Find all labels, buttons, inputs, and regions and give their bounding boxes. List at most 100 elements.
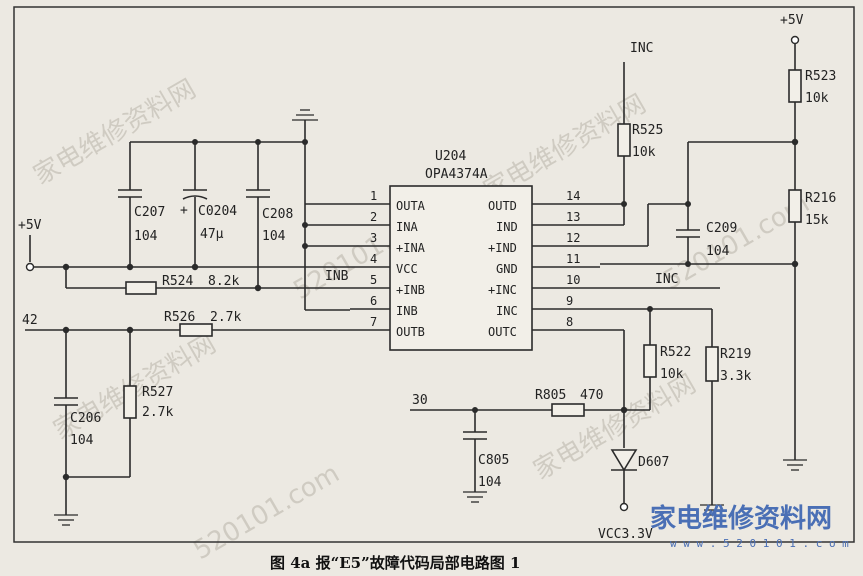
ic-part-number: OPA4374A — [425, 167, 488, 182]
ic-u204: U204 OPA4374A — [389, 149, 533, 351]
pin-number: 7 — [370, 315, 377, 329]
c208-value: 104 — [262, 229, 286, 244]
pin-number: 13 — [566, 210, 580, 224]
logo-text: 家电维修资料网 — [650, 503, 832, 534]
c207-value: 104 — [134, 229, 158, 244]
c206-value: 104 — [70, 433, 94, 448]
ground-symbol — [463, 491, 487, 503]
pin-number: 14 — [566, 189, 580, 203]
r526-value: 2.7k — [210, 310, 241, 325]
left-wiring — [25, 120, 355, 515]
pin-number: 4 — [370, 252, 377, 266]
r216-value: 15k — [805, 213, 829, 228]
ground-symbol — [783, 459, 807, 471]
pin-name: +IND — [488, 241, 517, 255]
r805-value: 470 — [580, 388, 603, 403]
c207-ref: C207 — [134, 205, 165, 220]
c805-ref: C805 — [478, 453, 509, 468]
r523-ref: R523 — [805, 69, 836, 84]
resistor-r522 — [643, 344, 657, 378]
c209-value: 104 — [706, 244, 730, 259]
site-logo: 家电维修资料网 w w w . 5 2 0 1 0 1 . c o m — [650, 503, 849, 550]
pin-name: OUTD — [488, 199, 517, 213]
resistor-r805 — [551, 403, 585, 417]
pin-name: +INB — [396, 283, 425, 297]
r522-value: 10k — [660, 367, 684, 382]
net-5v-right: +5V — [780, 13, 804, 28]
pin-name: OUTA — [396, 199, 426, 213]
net-labels: +5V +5V INC INC INB 42 30 VCC3.3V — [18, 13, 804, 542]
ground-symbol — [292, 109, 318, 121]
ground-symbol — [700, 504, 724, 516]
watermark-text: 家电维修资料网 — [529, 369, 702, 486]
pin-name: GND — [496, 262, 518, 276]
terminal-5v-right — [790, 35, 800, 45]
pin-number: 11 — [566, 252, 580, 266]
resistor-r527 — [123, 385, 137, 419]
pin-name: +INC — [488, 283, 517, 297]
pin-number: 12 — [566, 231, 580, 245]
ic-pin-stubs — [305, 203, 720, 331]
figure-caption: 图 4a 报“E5”故障代码局部电路图 1 — [270, 554, 520, 572]
r527-ref: R527 — [142, 385, 173, 400]
ic-body — [389, 185, 533, 351]
r219-value: 3.3k — [720, 369, 751, 384]
drawing-border — [13, 6, 855, 543]
net-inc-top: INC — [630, 41, 653, 56]
c209-ref: C209 — [706, 221, 737, 236]
r526-ref: R526 — [164, 310, 195, 325]
pin-name: INB — [396, 304, 418, 318]
ground-symbol — [54, 514, 78, 526]
resistor-r216 — [788, 189, 802, 223]
pin-number: 5 — [370, 273, 377, 287]
pin-name: INA — [396, 220, 418, 234]
r523-value: 10k — [805, 91, 829, 106]
r524-ref: R524 — [162, 274, 193, 289]
terminal-vcc33 — [619, 502, 629, 512]
resistor-r523 — [788, 69, 802, 103]
c0204-value: 47μ — [200, 227, 224, 242]
c0204-ref: C0204 — [198, 204, 237, 219]
net-inc-mid: INC — [655, 272, 678, 287]
pin-number: 8 — [566, 315, 573, 329]
pin-name: OUTB — [396, 325, 425, 339]
junction-dots-left — [62, 139, 308, 481]
ic-left-pin-labels: 1 OUTA 2 INA 3 +INA 4 VCC 5 +INB 6 INB 7… — [370, 189, 426, 339]
ic-ref: U204 — [435, 149, 466, 164]
pin-number: 1 — [370, 189, 377, 203]
pin-number: 9 — [566, 294, 573, 308]
diode-d607 — [610, 449, 638, 472]
component-labels: C207 104 + C0204 47μ C208 104 R524 8.2k … — [70, 69, 836, 490]
right-wiring — [410, 42, 796, 505]
r524-value: 8.2k — [208, 274, 239, 289]
r216-ref: R216 — [805, 191, 836, 206]
r219-ref: R219 — [720, 347, 751, 362]
c805-value: 104 — [478, 475, 502, 490]
r805-ref: R805 — [535, 388, 566, 403]
pin-name: +INA — [396, 241, 426, 255]
net-30: 30 — [412, 393, 428, 408]
net-42: 42 — [22, 313, 38, 328]
terminal-5v-left — [25, 262, 35, 272]
watermark-text: 家电维修资料网 — [29, 74, 202, 191]
r525-ref: R525 — [632, 123, 663, 138]
r522-ref: R522 — [660, 345, 691, 360]
resistor-r524 — [125, 281, 157, 295]
pin-name: IND — [496, 220, 518, 234]
c208-ref: C208 — [262, 207, 293, 222]
resistor-r525 — [617, 123, 631, 157]
pin-name: VCC — [396, 262, 418, 276]
junction-dots-right — [472, 138, 799, 414]
logo-url: w w w . 5 2 0 1 0 1 . c o m — [670, 537, 849, 550]
pin-number: 6 — [370, 294, 377, 308]
pin-number: 10 — [566, 273, 580, 287]
resistor-r219 — [705, 346, 719, 382]
pin-number: 3 — [370, 231, 377, 245]
net-vcc33: VCC3.3V — [598, 527, 653, 542]
d607-ref: D607 — [638, 455, 669, 470]
pin-name: OUTC — [488, 325, 517, 339]
pin-name: INC — [496, 304, 518, 318]
watermark-url: 520101.com — [189, 459, 345, 567]
